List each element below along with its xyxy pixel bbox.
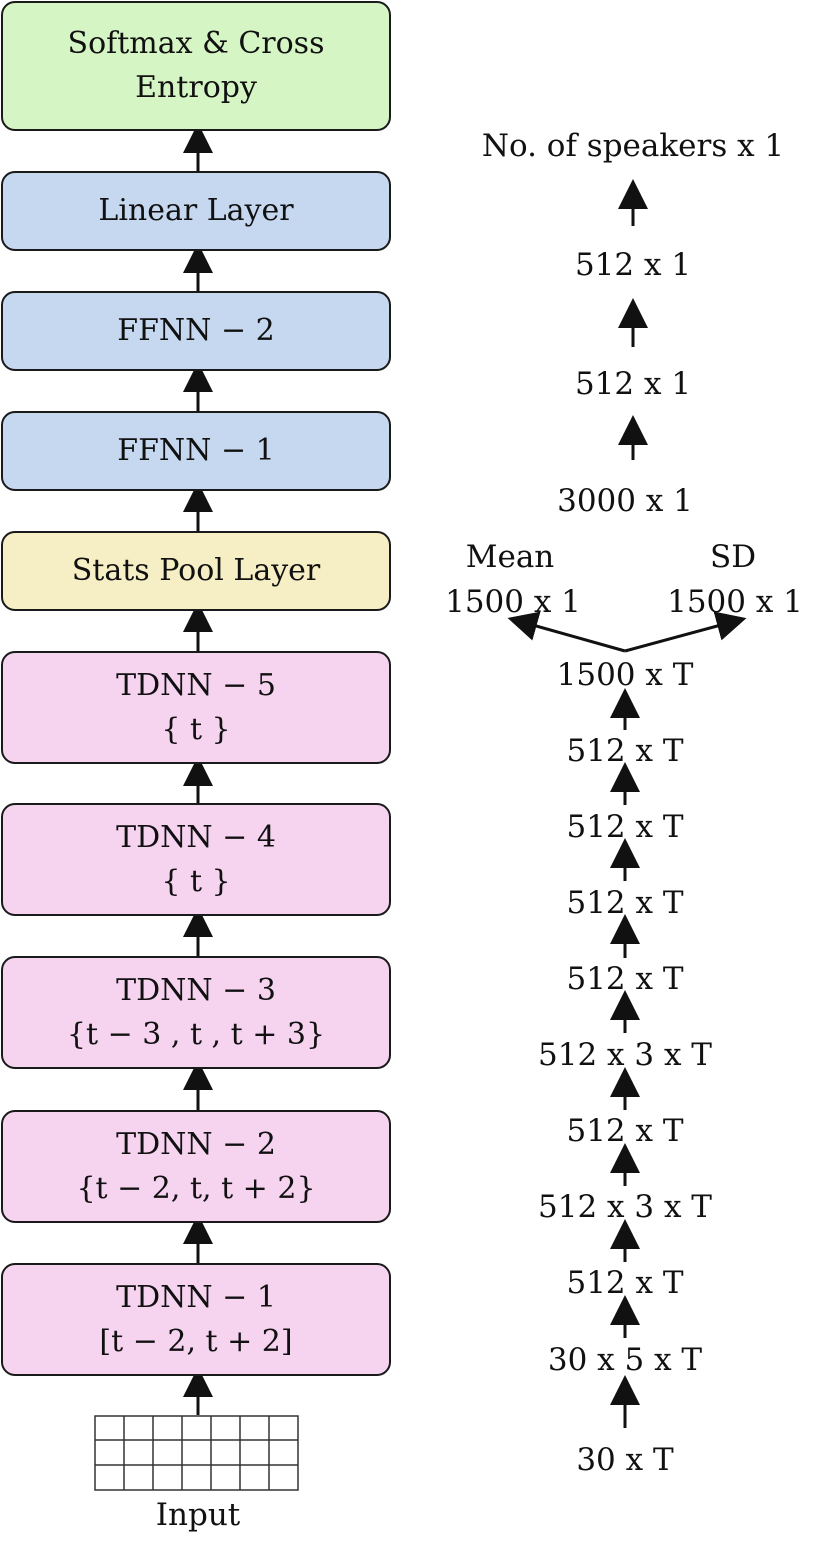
mean-label: Mean: [465, 539, 555, 575]
layer-label: TDNN − 3: [116, 972, 276, 1008]
layer-label: Softmax & Cross: [67, 26, 325, 61]
layer-label: FFNN − 1: [117, 433, 275, 468]
dim-frame: 512 x T: [566, 1265, 684, 1301]
layer-label: Linear Layer: [98, 193, 294, 228]
layer-label: Entropy: [135, 70, 257, 105]
layer-context: [t − 2, t + 2]: [99, 1323, 293, 1359]
layer-tdnn-5: TDNN − 5 { t }: [1, 651, 391, 764]
layer-tdnn-4: TDNN − 4 { t }: [1, 803, 391, 916]
layer-tdnn-2: TDNN − 2 {t − 2, t, t + 2}: [1, 1110, 391, 1223]
dim-input: 30 x T: [576, 1442, 674, 1478]
arrow-split-sd: [624, 611, 747, 653]
layer-context: { t }: [161, 863, 231, 899]
dim-3000x1: 3000 x 1: [557, 483, 693, 519]
dim-frame: 512 x T: [566, 733, 684, 769]
layer-label: Stats Pool Layer: [71, 553, 321, 588]
mean-dim: 1500 x 1: [445, 584, 581, 620]
layer-context: {t − 3 , t , t + 3}: [66, 1016, 326, 1052]
dim-frame: 30 x 5 x T: [547, 1342, 703, 1378]
layer-context: {t − 2, t, t + 2}: [76, 1170, 316, 1206]
sd-dim: 1500 x 1: [667, 584, 803, 620]
dim-frame: 512 x 3 x T: [538, 1189, 712, 1225]
dim-frame: 512 x 3 x T: [538, 1037, 712, 1073]
layer-softmax: Softmax & Cross Entropy: [1, 1, 391, 131]
sd-label: SD: [709, 539, 757, 575]
layer-ffnn-1: FFNN − 1: [1, 411, 391, 491]
dim-512x1-top: 512 x 1: [574, 247, 692, 283]
layer-label: TDNN − 1: [116, 1279, 276, 1315]
dim-1500xT: 1500 x T: [556, 657, 694, 693]
layer-ffnn-2: FFNN − 2: [1, 291, 391, 371]
layer-tdnn-3: TDNN − 3 {t − 3 , t , t + 3}: [1, 956, 391, 1069]
dim-frame: 512 x T: [566, 1113, 684, 1149]
layer-context: { t }: [161, 711, 231, 747]
dim-frame: 512 x T: [566, 809, 684, 845]
dim-speakers: No. of speakers x 1: [481, 128, 785, 164]
layer-tdnn-1: TDNN − 1 [t − 2, t + 2]: [1, 1263, 391, 1376]
layer-label: TDNN − 2: [116, 1126, 276, 1162]
layer-linear: Linear Layer: [1, 171, 391, 251]
input-grid: [94, 1415, 299, 1491]
layer-label: FFNN − 2: [117, 313, 275, 348]
input-label: Input: [155, 1497, 241, 1533]
layer-label: TDNN − 5: [116, 667, 276, 703]
dim-512x1: 512 x 1: [574, 366, 692, 402]
arrow-split-mean: [507, 611, 626, 653]
dim-frame: 512 x T: [566, 961, 684, 997]
layer-label: TDNN − 4: [116, 819, 276, 855]
layer-stats-pool: Stats Pool Layer: [1, 531, 391, 611]
dim-frame: 512 x T: [566, 885, 684, 921]
